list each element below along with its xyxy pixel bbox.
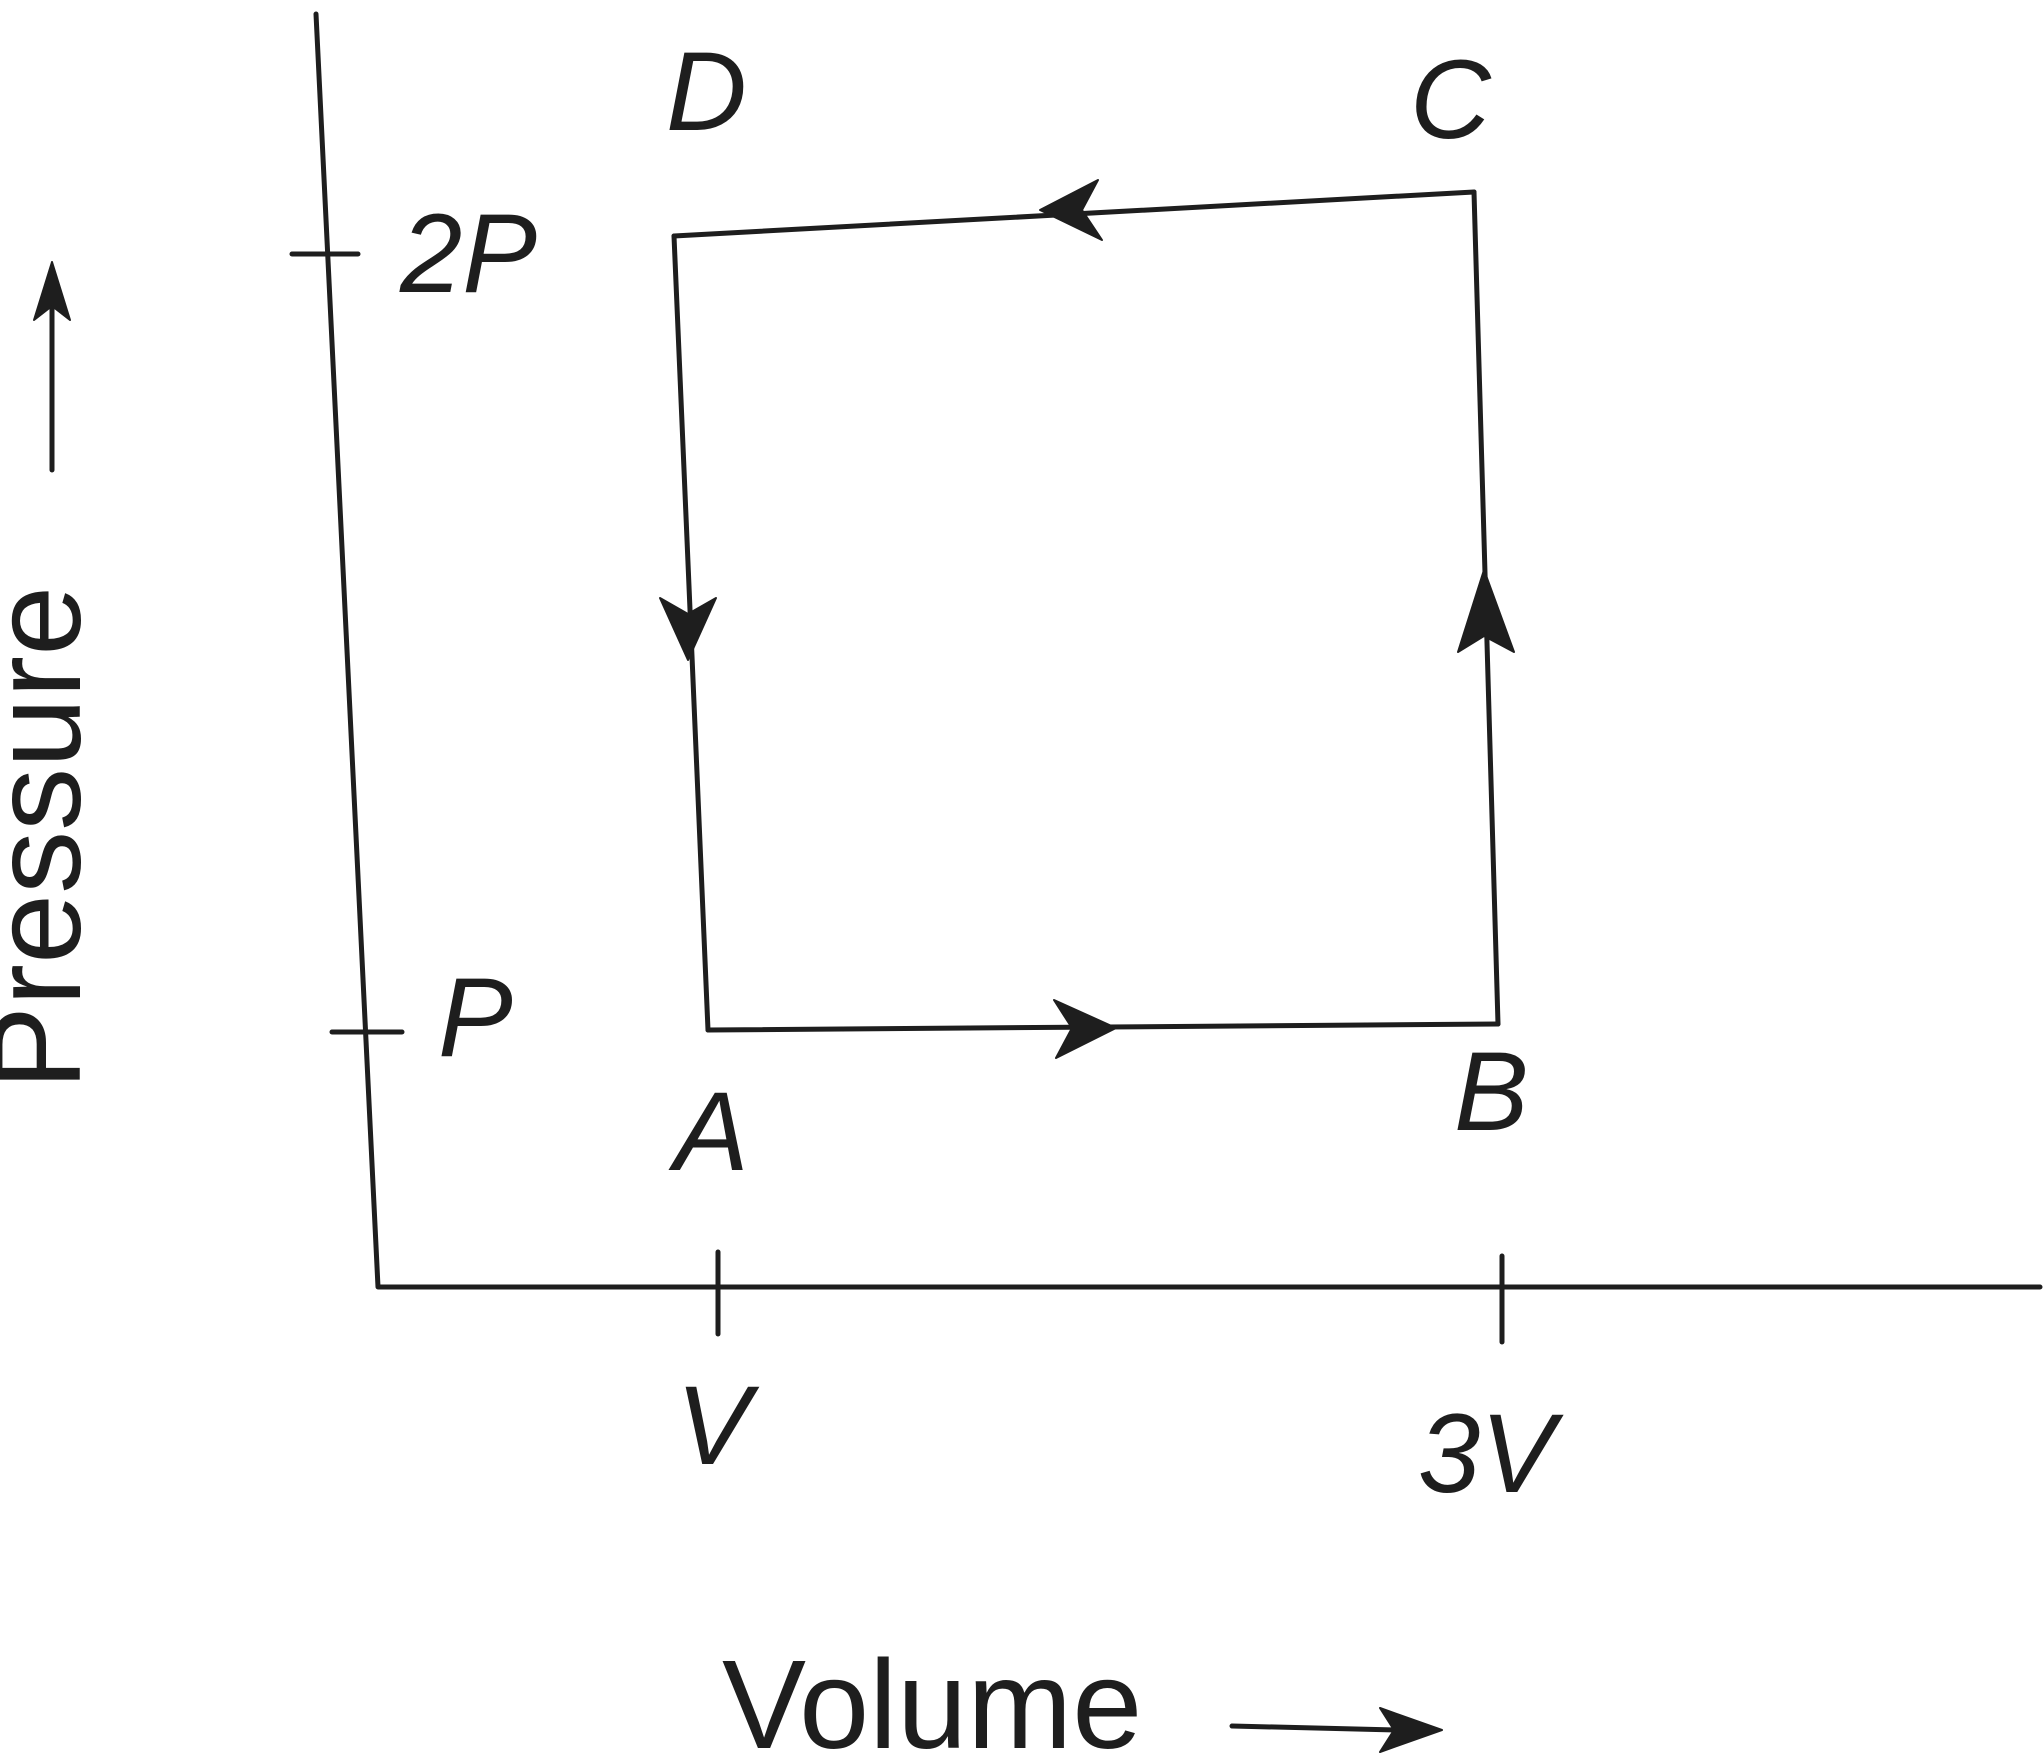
- y-axis-label: Pressure: [0, 586, 107, 1090]
- axes-lines: [313, 11, 2043, 1290]
- point-label-d: D: [666, 29, 747, 154]
- arrow-ab-icon: [1053, 999, 1117, 1059]
- x-axis-label: Volume: [722, 1634, 1142, 1758]
- y-tick-label-2p: 2P: [399, 191, 537, 316]
- arrow-cd-icon: [1039, 179, 1103, 241]
- arrow-da-icon: [659, 597, 717, 661]
- point-label-b: B: [1454, 1029, 1529, 1154]
- y-tick-label-p: P: [438, 955, 513, 1080]
- point-label-c: C: [1410, 37, 1492, 162]
- point-label-a: A: [668, 1069, 749, 1194]
- y-axis-arrow-icon: [33, 261, 71, 321]
- x-axis-arrow-shaft: [1229, 1723, 1399, 1733]
- x-axis-arrow-icon: [1379, 1707, 1443, 1753]
- arrow-bc-icon: [1457, 569, 1515, 653]
- x-tick-label-3v: 3V: [1418, 1391, 1564, 1516]
- x-tick-label-v: V: [676, 1363, 760, 1488]
